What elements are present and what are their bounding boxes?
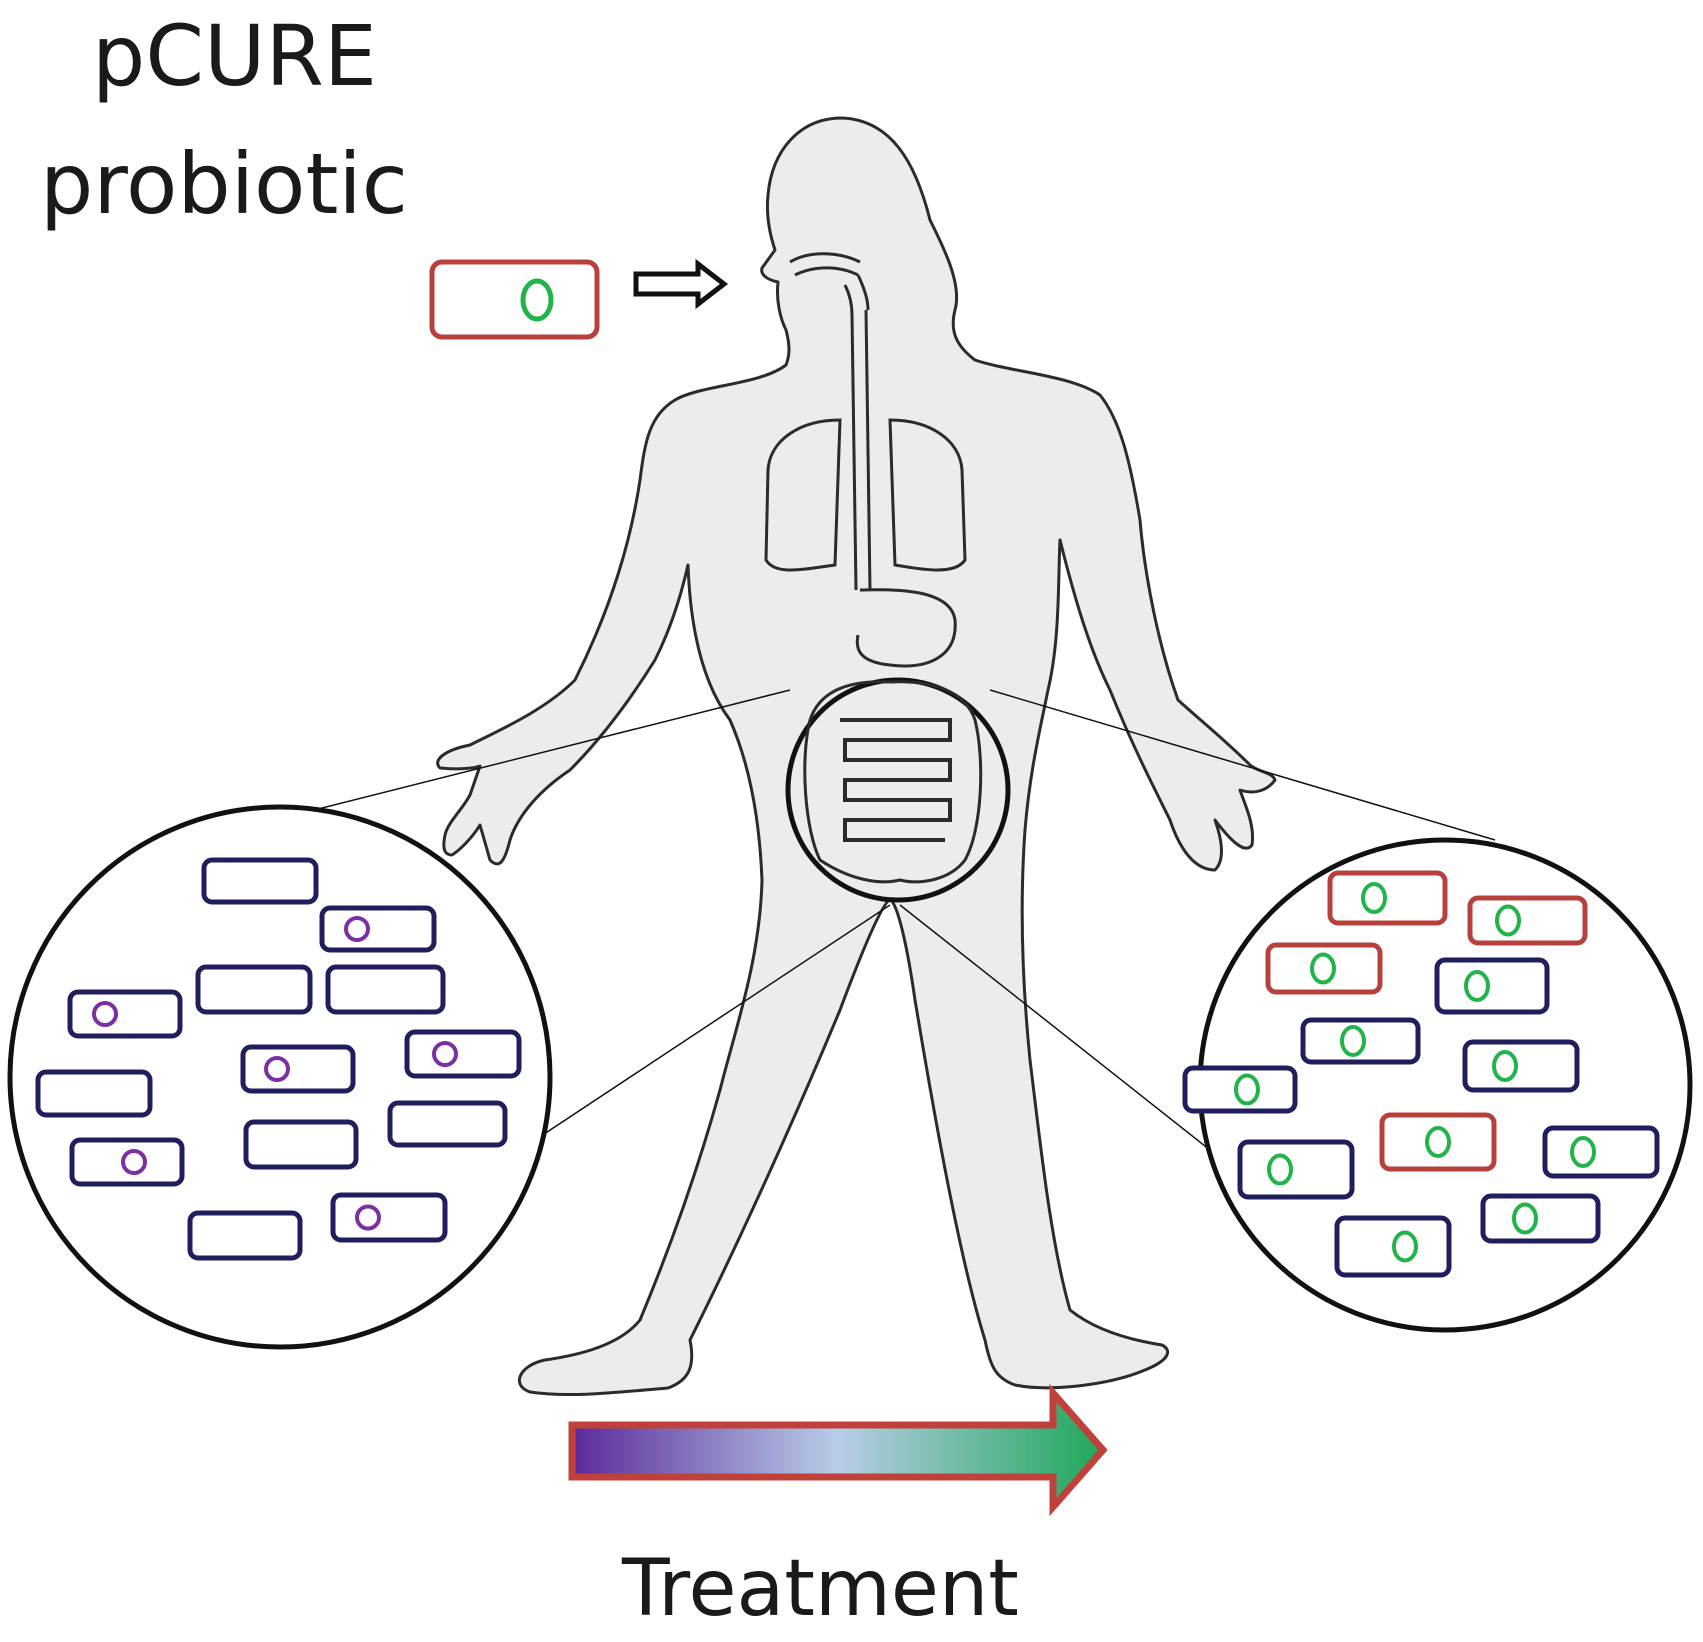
pcure-plasmid <box>1361 882 1387 914</box>
pcure-plasmid <box>1340 1025 1366 1057</box>
resident-bacterium-cured <box>1334 1215 1452 1278</box>
probiotic-bacterium-with-pcure <box>1379 1112 1497 1172</box>
original-plasmid <box>432 1041 458 1067</box>
esophagus <box>850 309 872 591</box>
resident-bacterium <box>195 964 313 1015</box>
left-lung <box>764 418 842 572</box>
throat <box>843 274 870 316</box>
digestive-respiratory-organs <box>764 252 967 668</box>
resident-bacterium-with-plasmid <box>330 1192 448 1243</box>
large-intestine <box>803 680 983 884</box>
title-probiotic: probiotic <box>40 135 408 233</box>
probiotic-cell-ingested <box>429 259 600 340</box>
resident-bacterium <box>201 857 319 905</box>
zoom-line-right-bottom <box>899 904 1211 1151</box>
pcure-plasmid <box>1464 970 1490 1002</box>
resident-bacterium-cured <box>1542 1125 1660 1179</box>
pcure-plasmid <box>1570 1136 1596 1168</box>
pcure-plasmid <box>1234 1073 1260 1106</box>
pcure-plasmid <box>1492 1050 1518 1082</box>
resident-bacterium-cured <box>1182 1065 1298 1114</box>
pcure-plasmid <box>1267 1153 1293 1186</box>
resident-bacterium-with-plasmid <box>67 989 183 1039</box>
treatment-arrow-icon <box>568 1383 1108 1517</box>
probiotic-bacterium-with-pcure <box>1265 942 1383 995</box>
probiotic-bacterium-with-pcure <box>1327 870 1448 926</box>
pcure-plasmid <box>1392 1230 1418 1263</box>
gut-zoom-before-treatment <box>7 804 553 1350</box>
pcure-plasmid <box>1495 904 1521 937</box>
title-pcure: pCURE <box>92 7 377 105</box>
resident-bacterium-with-plasmid <box>319 905 437 953</box>
resident-bacterium-with-plasmid <box>69 1137 185 1187</box>
intestine-zoom-circle <box>785 677 1011 903</box>
stomach <box>855 588 957 668</box>
pcure-plasmid <box>1310 952 1336 985</box>
resident-bacterium <box>35 1069 153 1118</box>
nasal-cavity <box>789 252 861 277</box>
small-intestine <box>840 718 952 842</box>
resident-bacterium <box>187 1210 303 1261</box>
original-plasmid <box>355 1204 381 1231</box>
right-lung <box>888 418 967 572</box>
resident-bacterium-cured <box>1434 957 1550 1015</box>
resident-bacterium-cured <box>1480 1193 1601 1244</box>
resident-bacterium-cured <box>1462 1039 1580 1093</box>
original-plasmid <box>121 1149 147 1175</box>
resident-bacterium <box>387 1100 508 1148</box>
original-plasmid <box>264 1056 290 1082</box>
treatment-label: Treatment <box>622 1544 1019 1634</box>
resident-bacterium <box>243 1119 359 1170</box>
resident-bacterium-with-plasmid <box>240 1044 356 1094</box>
resident-bacterium <box>325 964 446 1015</box>
pcure-plasmid <box>1425 1126 1451 1158</box>
pcure-plasmid <box>1512 1202 1538 1235</box>
resident-bacterium-cured <box>1237 1139 1355 1200</box>
probiotic-bacterium-with-pcure <box>1467 895 1588 946</box>
pcure-plasmid <box>520 278 554 322</box>
zoom-line-right-top <box>989 689 1496 841</box>
resident-bacterium-with-plasmid <box>404 1029 522 1079</box>
double-right-arrow-icon <box>633 258 729 310</box>
zoom-line-left-bottom <box>519 904 891 1151</box>
gut-zoom-after-treatment <box>1182 837 1693 1333</box>
original-plasmid <box>344 916 370 942</box>
resident-bacterium-cured <box>1300 1017 1421 1065</box>
original-plasmid <box>92 1001 118 1027</box>
